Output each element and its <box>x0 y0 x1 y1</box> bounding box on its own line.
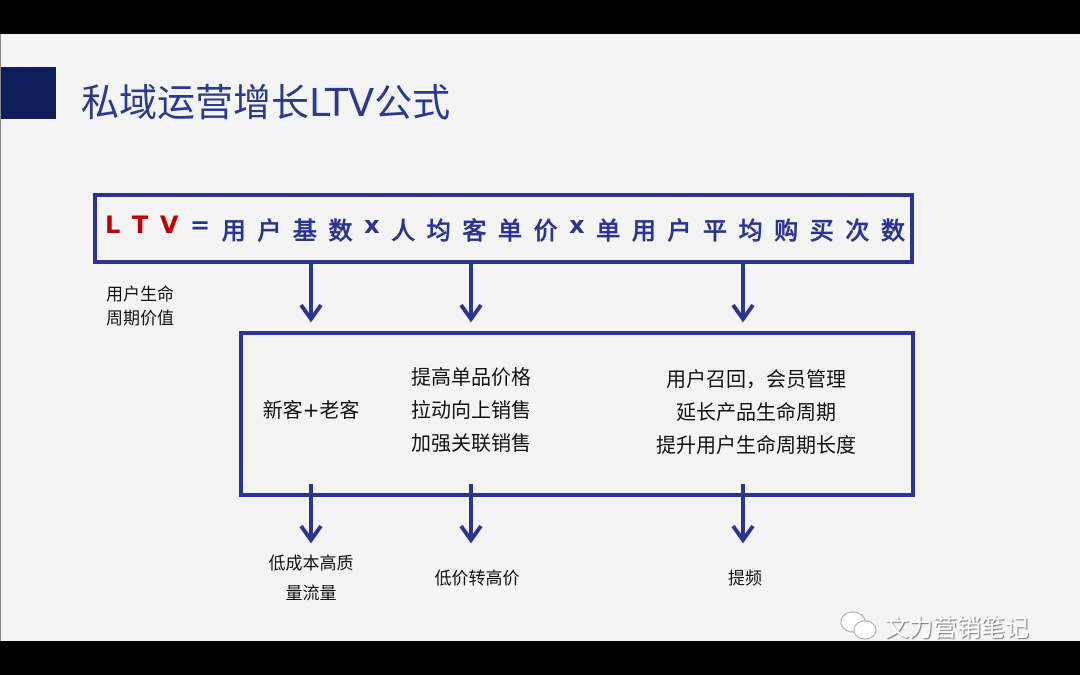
formula-char: T <box>131 211 149 239</box>
outcome-line: 量流量 <box>285 584 337 604</box>
lever-line: 新客+老客 <box>262 398 360 422</box>
lever-line: 提升用户生命周期长度 <box>656 433 856 457</box>
outcome-2: 低价转高价 <box>397 564 557 594</box>
outcome-line: 低成本高质 <box>268 554 354 574</box>
formula-char: V <box>159 211 179 239</box>
arrow-down-icon <box>731 484 755 544</box>
arrow-down-icon <box>299 263 323 323</box>
formula-char: = <box>190 211 211 239</box>
formula-char: 价 <box>533 217 558 245</box>
arrow-down-icon <box>299 484 323 544</box>
formula-char: 平 <box>703 217 728 245</box>
formula-char: 均 <box>426 217 451 245</box>
formula-char: 次 <box>845 217 870 245</box>
slide-title: 私域运营增长LTV公式 <box>81 81 451 125</box>
lever-line: 加强关联销售 <box>411 431 531 455</box>
formula-char: 均 <box>738 217 763 245</box>
wechat-icon <box>840 611 877 639</box>
formula-char: 户 <box>667 217 692 245</box>
formula-char: 购 <box>774 217 799 245</box>
formula-box <box>93 193 914 264</box>
lever-column-2: 提高单品价格 拉动向上销售 加强关联销售 <box>391 361 551 460</box>
formula-char: 用 <box>221 217 246 245</box>
formula-char: 买 <box>809 217 834 245</box>
outcome-line: 提频 <box>728 569 762 589</box>
formula-char: 人 <box>391 217 416 245</box>
arrow-down-icon <box>731 263 755 323</box>
formula-char: 户 <box>257 217 282 245</box>
lever-line: 延长产品生命周期 <box>676 400 836 424</box>
ltv-note: 用户生命 周期价值 <box>106 283 174 331</box>
lever-column-3: 用户召回，会员管理 延长产品生命周期 提升用户生命周期长度 <box>621 363 891 462</box>
levers-box <box>239 331 915 497</box>
lever-line: 拉动向上销售 <box>411 398 531 422</box>
formula-char: 用 <box>631 217 656 245</box>
note-line: 周期价值 <box>106 309 174 329</box>
outcome-line: 低价转高价 <box>434 569 520 589</box>
formula-char: 客 <box>462 217 487 245</box>
formula-char: 单 <box>497 217 522 245</box>
lever-column-1: 新客+老客 <box>231 394 391 427</box>
formula-char: L <box>105 211 121 239</box>
note-line: 用户生命 <box>106 285 174 305</box>
lever-line: 用户召回，会员管理 <box>666 367 846 391</box>
formula-char: 基 <box>292 217 317 245</box>
outcome-3: 提频 <box>665 564 825 594</box>
arrow-down-icon <box>459 484 483 544</box>
outcome-1: 低成本高质 量流量 <box>231 549 391 609</box>
formula-char: 数 <box>880 217 905 245</box>
watermark: 文力营销笔记 <box>839 608 1029 643</box>
formula-char: 单 <box>596 217 621 245</box>
title-accent-bar <box>1 67 56 119</box>
watermark-text: 文力营销笔记 <box>885 614 1029 642</box>
formula-char: 数 <box>328 217 353 245</box>
lever-line: 提高单品价格 <box>411 365 531 389</box>
formula-char: x <box>364 211 380 239</box>
arrow-down-icon <box>459 263 483 323</box>
formula-char: x <box>569 211 585 239</box>
